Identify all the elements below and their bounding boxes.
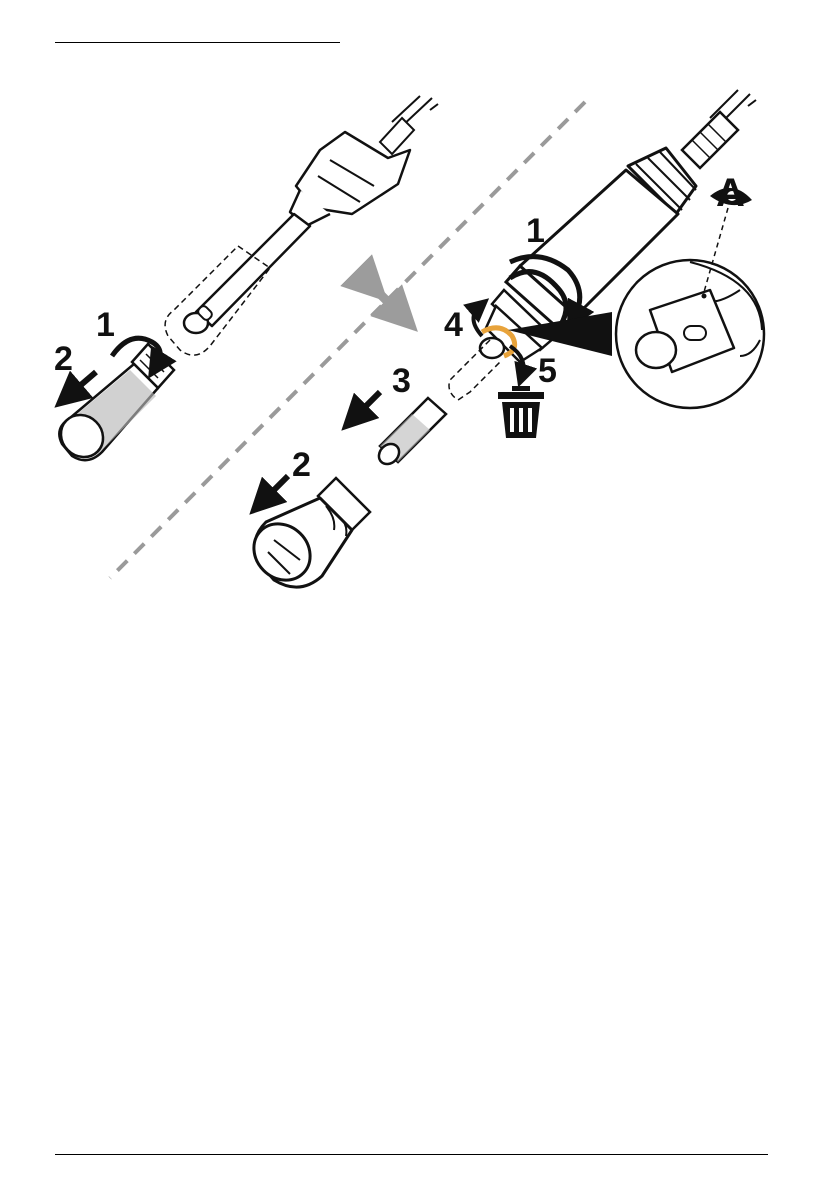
trash-icon [498,386,544,438]
right-step-4: 4 [444,306,463,344]
right-protective-cap [242,478,370,592]
right-step-5: 5 [538,352,557,390]
pull-arrow-icon [354,392,380,418]
left-step-1: 1 [96,306,115,344]
right-step-1: 1 [526,212,545,250]
right-step-2: 2 [292,446,311,484]
detail-callout-letter: A [716,171,745,215]
detail-magnifier [616,260,764,408]
pull-arrow-icon [262,476,288,502]
left-step-2: 2 [54,340,73,378]
rotate-arrow-icon [473,306,482,336]
footer-rule [55,1154,768,1155]
reference-sleeve [375,398,446,468]
right-step-3: 3 [392,362,411,400]
